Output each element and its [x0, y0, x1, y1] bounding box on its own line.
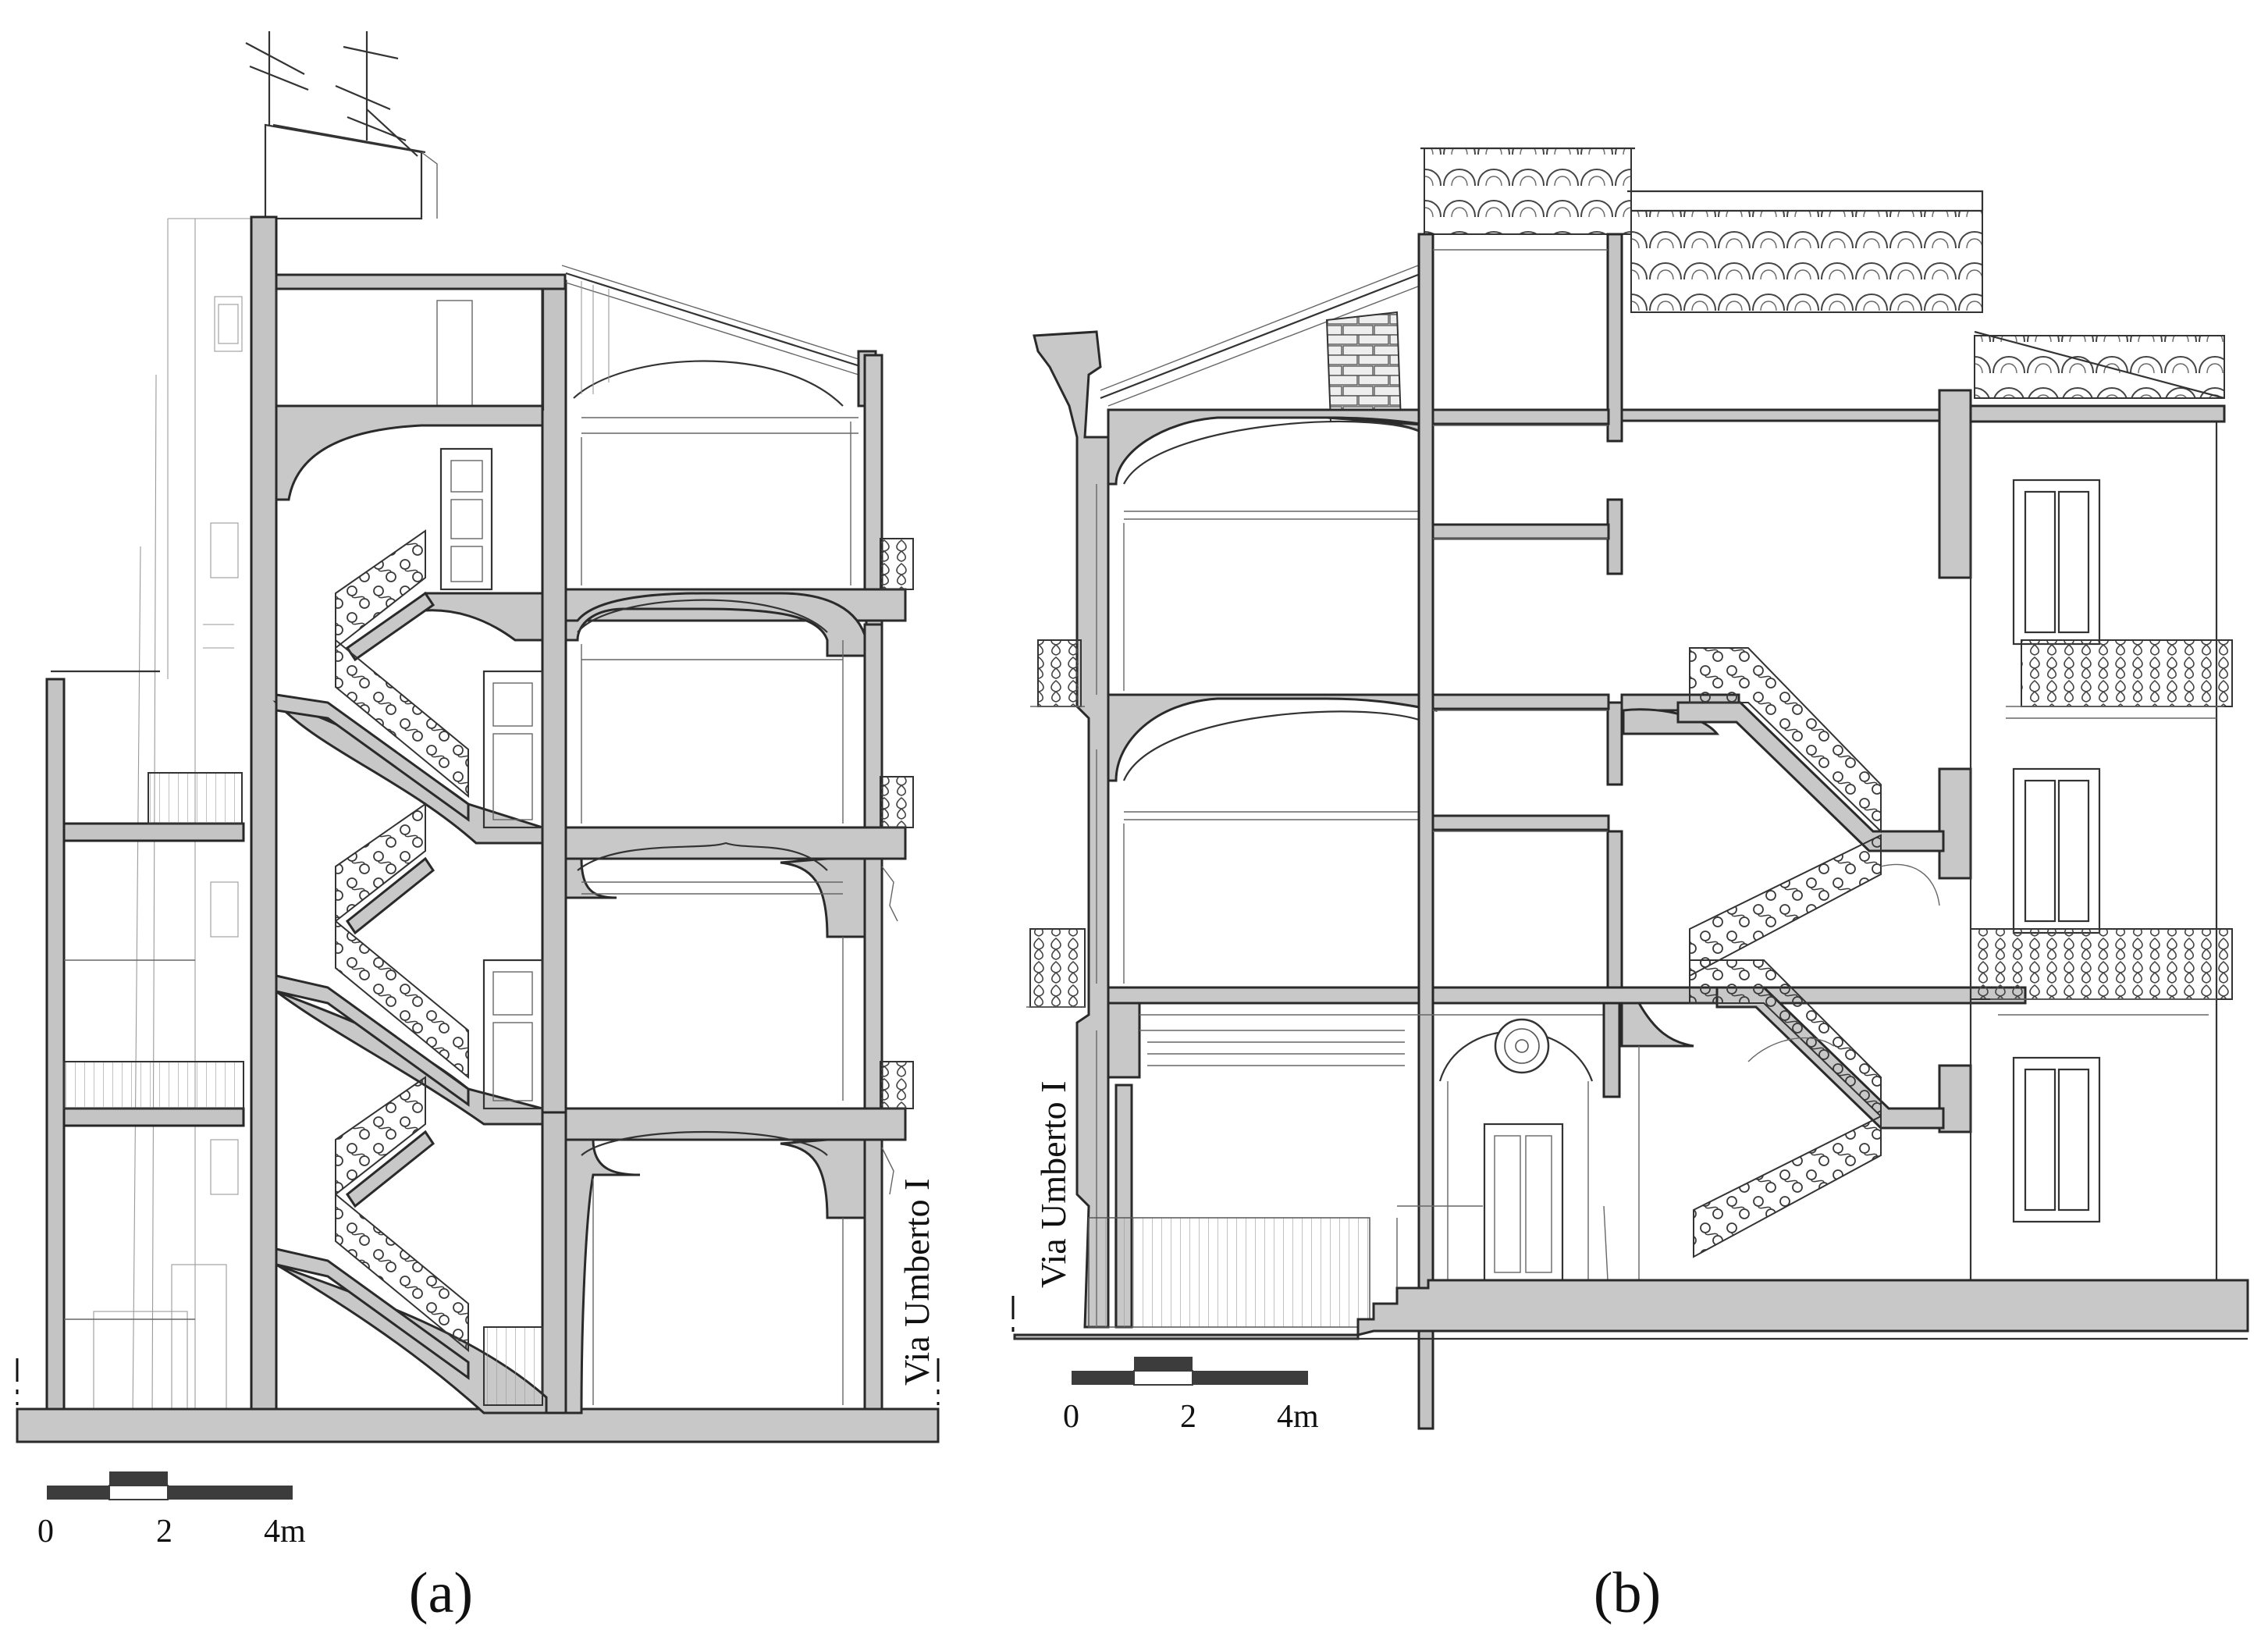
central-tower-b — [1417, 233, 1623, 1430]
ground-floor-b — [1088, 1002, 1621, 1328]
ground-slab-b — [1013, 1279, 2249, 1340]
right-wing-b — [1620, 389, 2233, 1282]
scale-tick-2-b: 2 — [1180, 1399, 1196, 1435]
ground-slab-a — [16, 1407, 940, 1443]
floors-right-a — [564, 354, 914, 1414]
left-facade-b — [1026, 330, 1110, 1329]
roof-tiles-tower — [1424, 148, 1632, 235]
section-a: Via Umberto I 0 2 4m (a) — [16, 31, 940, 1625]
scale-bar-b: 0 2 4m — [1063, 1357, 1319, 1435]
scale-tick-4m-b: 4m — [1277, 1399, 1319, 1435]
entrance-door-b — [1483, 1123, 1564, 1282]
rose-window — [1494, 1018, 1550, 1074]
left-annex — [45, 670, 245, 1430]
scale-tick-0-b: 0 — [1063, 1399, 1079, 1435]
roof-chimney-block — [264, 123, 423, 220]
scale-tick-2-a: 2 — [156, 1514, 172, 1550]
party-wall-a — [250, 215, 278, 1425]
stair-core-a — [272, 404, 548, 1414]
scale-tick-0-a: 0 — [37, 1514, 54, 1550]
panel-label-a: (a) — [409, 1561, 473, 1625]
floors-b — [1107, 408, 2027, 1329]
roof-tiles-main — [1630, 210, 1983, 313]
scale-bar-a: 0 2 4m — [37, 1471, 306, 1550]
scale-tick-4m-a: 4m — [264, 1514, 306, 1550]
street-label-a: Via Umberto I — [897, 1179, 937, 1386]
panel-label-b: (b) — [1594, 1561, 1661, 1625]
street-label-b: Via Umberto I — [1033, 1081, 1073, 1289]
section-b: Via Umberto I 0 2 4m (b) — [1011, 147, 2249, 1625]
